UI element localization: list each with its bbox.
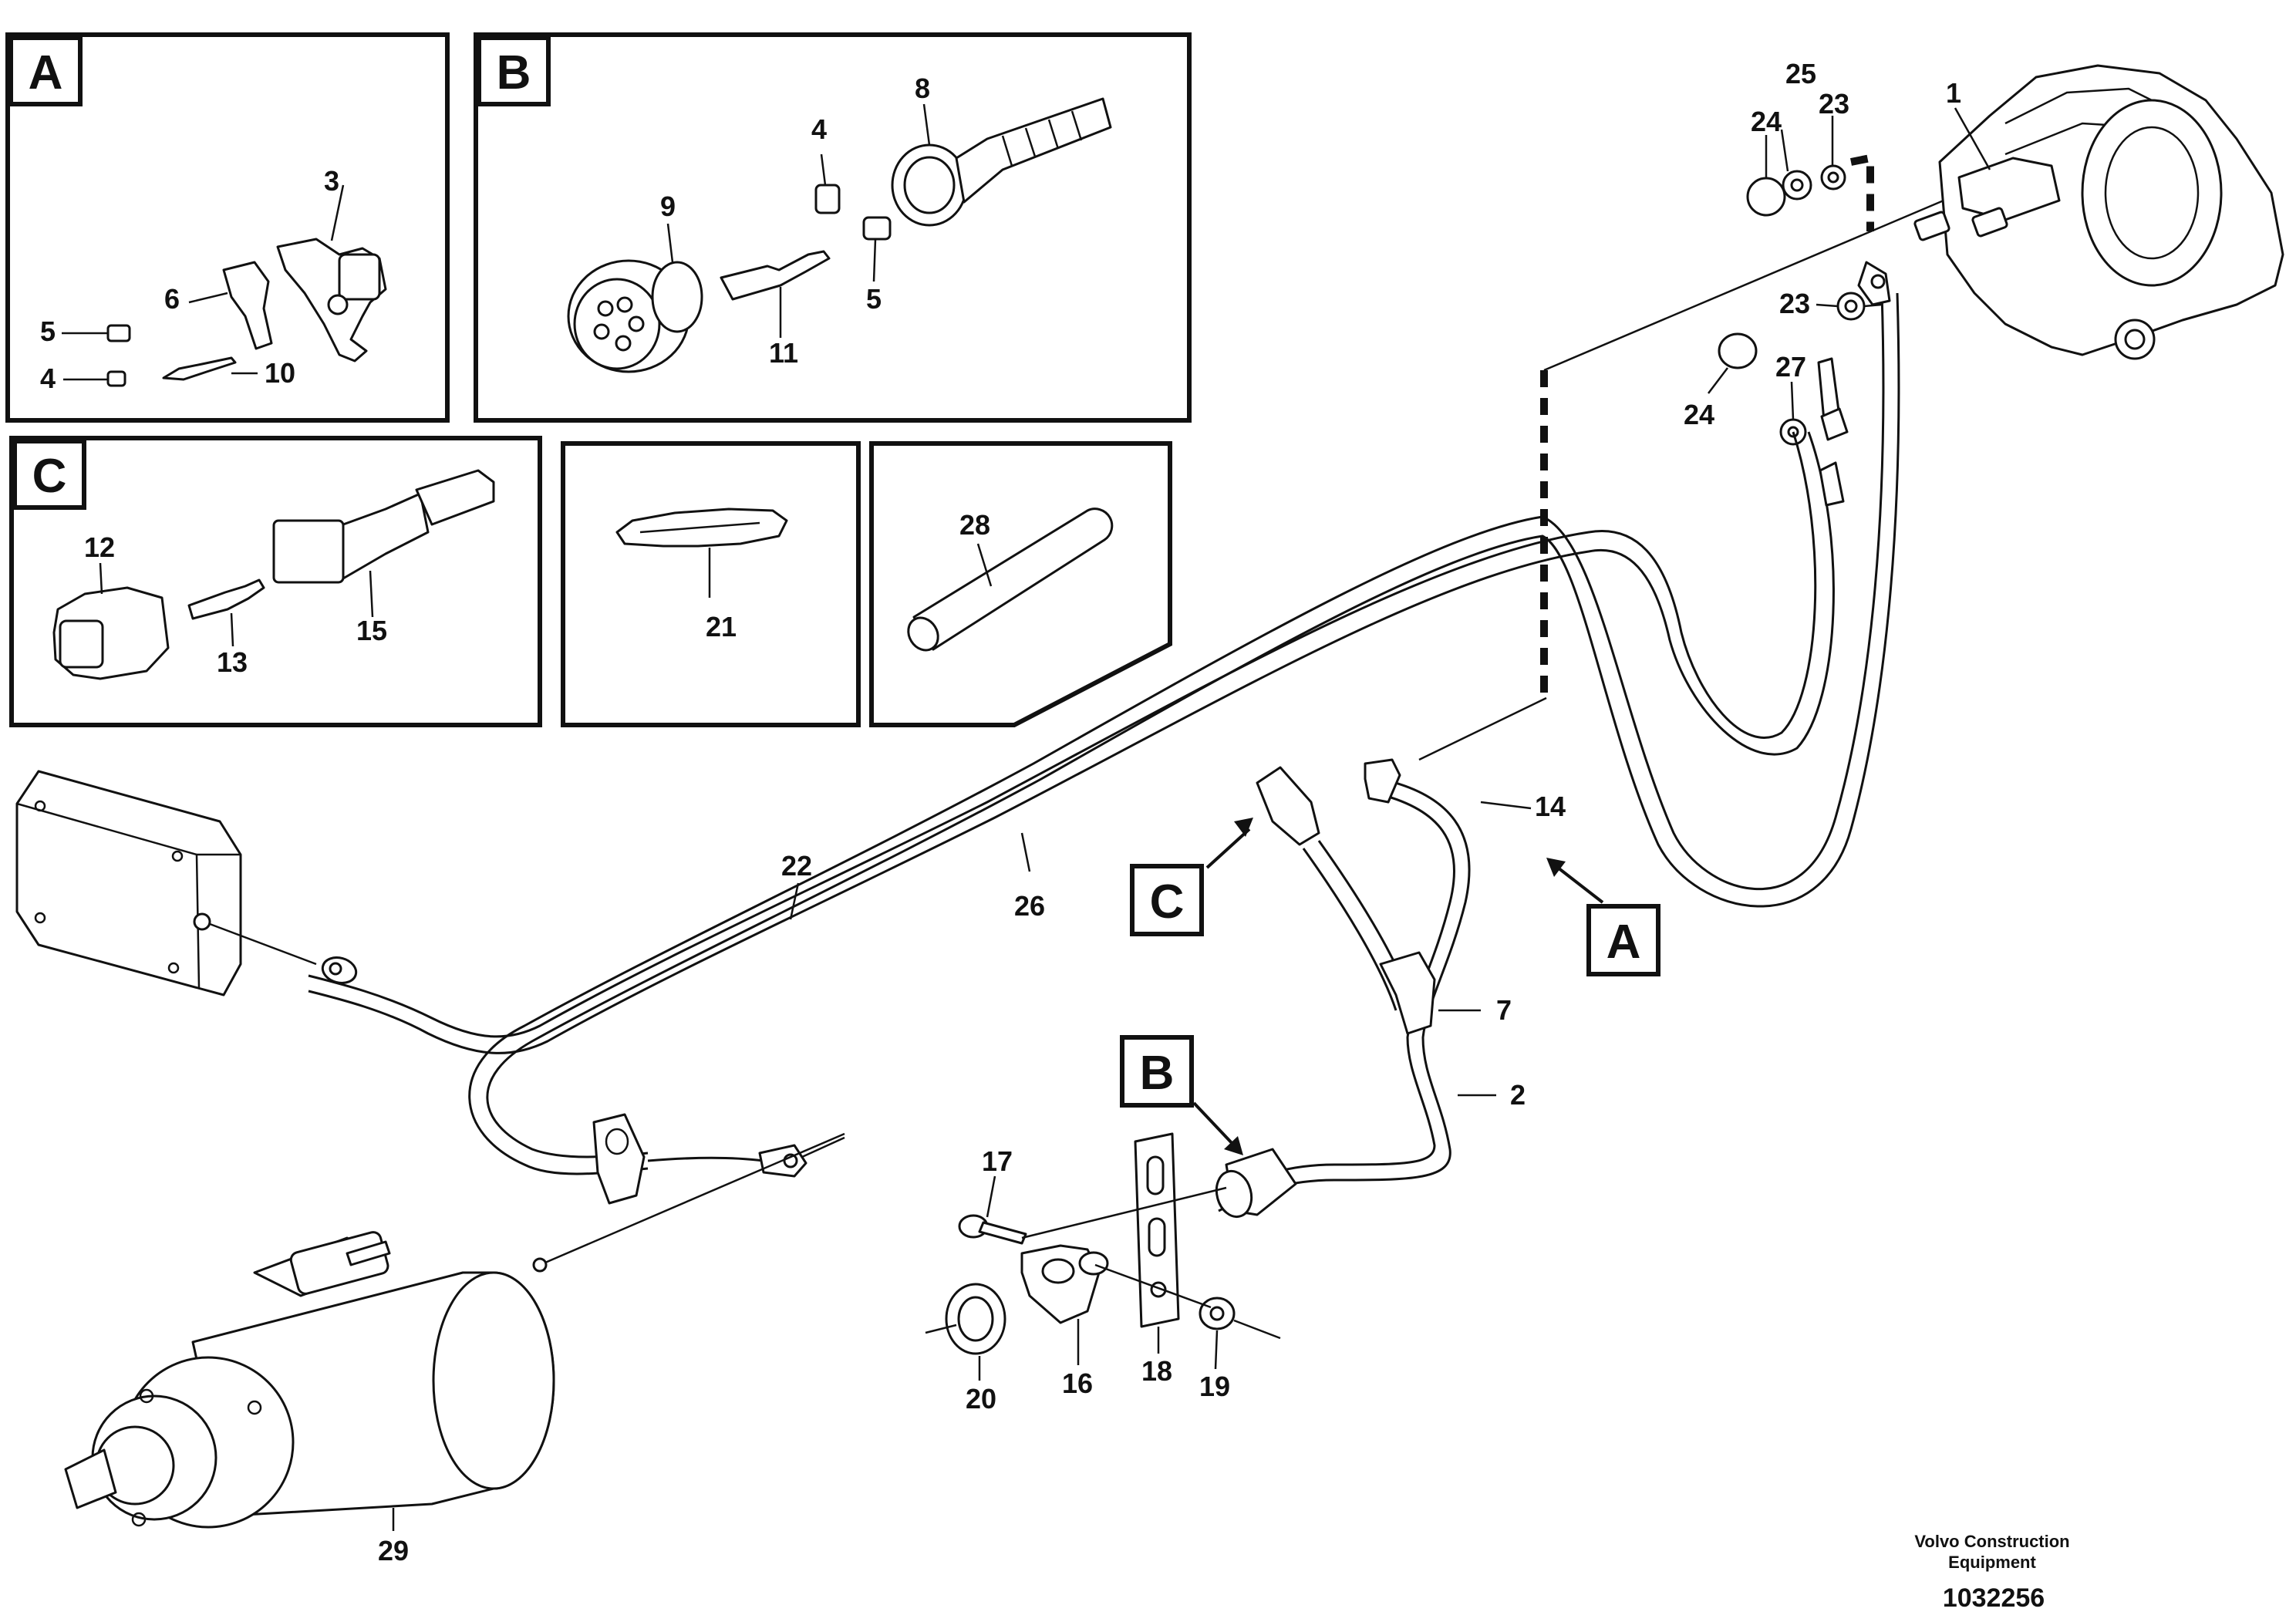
- part-label-18: 18: [1141, 1355, 1172, 1387]
- part-label-23b: 23: [1779, 288, 1810, 319]
- inset-b-parts: [567, 97, 1112, 373]
- part-label-6: 6: [164, 283, 180, 315]
- inset-frame-b: B: [474, 32, 1192, 423]
- inset-frame-cable-tie: [561, 441, 861, 727]
- mounting-hardware: [925, 1132, 1281, 1381]
- inset-tag-a: A: [29, 46, 63, 99]
- callout-tag-b: B: [1140, 1047, 1175, 1100]
- part-label-5b: 5: [866, 283, 882, 315]
- cable-tie-part-21: [615, 508, 788, 598]
- part-label-25: 25: [1785, 58, 1816, 89]
- part-label-24a: 24: [1751, 106, 1782, 137]
- part-label-7: 7: [1496, 994, 1512, 1026]
- alternator-fasteners: [1708, 116, 1883, 446]
- part-label-4b: 4: [811, 113, 827, 145]
- part-label-19: 19: [1199, 1371, 1230, 1402]
- part-label-13: 13: [217, 646, 248, 678]
- part-label-20: 20: [966, 1383, 996, 1415]
- ground-lug: [647, 1136, 845, 1178]
- cable-26: [468, 292, 1900, 1175]
- dashed-leaders: [1418, 153, 1944, 761]
- starter-motor-part-29: [64, 1132, 845, 1531]
- part-label-23a: 23: [1819, 88, 1849, 120]
- part-label-24b: 24: [1684, 399, 1714, 430]
- inset-frame-c: C: [9, 436, 542, 727]
- part-label-1: 1: [1946, 77, 1961, 109]
- part-label-10: 10: [265, 357, 295, 389]
- cable-clamp: [592, 1113, 646, 1205]
- brand-line-1: Volvo Construction: [1914, 1532, 2069, 1551]
- part-label-14: 14: [1535, 791, 1566, 822]
- part-label-3: 3: [324, 165, 339, 197]
- callout-b: B: [1120, 1035, 1243, 1155]
- brand-line-2: Equipment: [1948, 1553, 2036, 1572]
- inset-tag-b: B: [497, 46, 531, 99]
- inset-frame-sleeve: [869, 441, 1172, 727]
- part-label-29: 29: [378, 1535, 409, 1566]
- part-label-4a: 4: [40, 363, 56, 394]
- part-label-8: 8: [915, 73, 930, 104]
- part-label-28: 28: [959, 509, 990, 541]
- part-label-22: 22: [781, 850, 812, 882]
- part-label-26: 26: [1014, 890, 1045, 922]
- part-label-12: 12: [84, 531, 115, 563]
- drawing-number: 1032256: [1943, 1583, 2045, 1613]
- inset-tag-c: C: [32, 450, 67, 503]
- control-box: [15, 770, 317, 996]
- part-label-11: 11: [769, 337, 798, 369]
- callout-tag-c: C: [1150, 875, 1185, 929]
- inset-frame-a: A: [5, 32, 450, 423]
- part-label-27: 27: [1775, 351, 1806, 383]
- cable-22: [308, 431, 1835, 1054]
- part-label-17: 17: [982, 1145, 1013, 1177]
- part-label-2: 2: [1510, 1079, 1526, 1111]
- alternator-part-1: [1913, 64, 2284, 360]
- callout-c: C: [1130, 818, 1253, 936]
- inset-a-parts: [62, 184, 387, 387]
- inset-c-parts: [52, 469, 495, 680]
- sleeve-part-28: [907, 508, 1114, 652]
- part-label-15: 15: [356, 615, 387, 646]
- part-label-9: 9: [660, 191, 676, 222]
- part-label-5a: 5: [40, 315, 56, 347]
- callout-a: A: [1546, 858, 1660, 976]
- callout-tag-a: A: [1607, 916, 1641, 969]
- part-label-16: 16: [1062, 1367, 1093, 1399]
- harness-14-2: [1215, 758, 1532, 1219]
- part-label-21: 21: [706, 611, 737, 642]
- alternator-lug-cables: [1817, 261, 1891, 507]
